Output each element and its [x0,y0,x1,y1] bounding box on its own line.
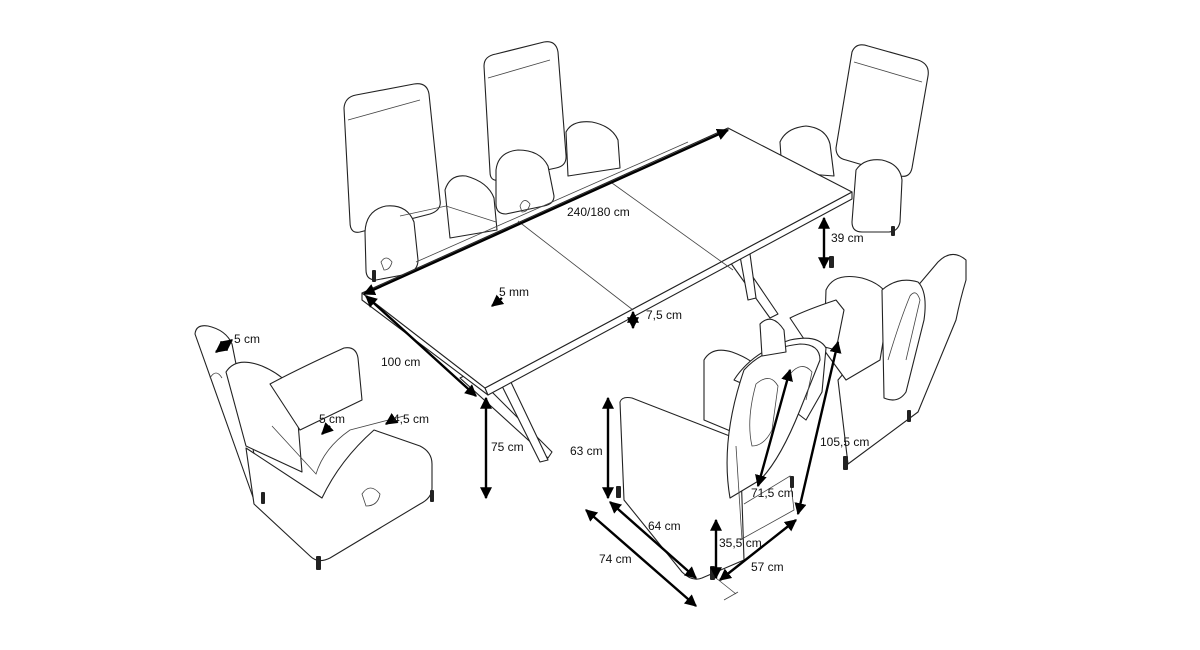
label-chair-width: 57 cm [751,560,784,574]
label-frame-edge: 4,5 cm [393,412,429,426]
dim-back-height [755,368,793,488]
label-frame-side: 5 cm [234,332,260,346]
back-chair-right [779,44,929,268]
dimension-labels: 240/180 cm 5 mm 7,5 cm 100 cm 75 cm 5 cm… [234,205,869,574]
dim-table-width [365,295,477,397]
dim-frame-side [215,339,233,353]
dim-frame-edge [385,413,399,425]
dim-chair-width [719,519,797,581]
dimension-lines [215,128,842,607]
front-chair-left [194,325,434,570]
label-chair-depth: 74 cm [599,552,632,566]
dim-total-height [794,340,842,516]
label-seat-height: 35,5 cm [719,536,762,550]
label-table-length: 240/180 cm [567,205,630,219]
dim-table-length [362,128,730,296]
label-inner-depth: 64 cm [648,519,681,533]
label-frame-seat: 5 cm [319,412,345,426]
dim-frame-seat [321,422,334,435]
dim-chair-depth [585,509,697,607]
front-right-chair-rear [789,253,967,470]
label-armrest-height: 63 cm [570,444,603,458]
label-total-height: 105,5 cm [820,435,869,449]
dim-glass-thickness [491,294,505,307]
label-glass-thickness: 5 mm [499,285,529,299]
label-table-width: 100 cm [381,355,420,369]
label-back-height: 71,5 cm [751,486,794,500]
label-table-height: 75 cm [491,440,524,454]
front-right-chair-front [616,318,827,601]
label-top-thickness: 7,5 cm [646,308,682,322]
label-seat-clearance: 39 cm [831,231,864,245]
